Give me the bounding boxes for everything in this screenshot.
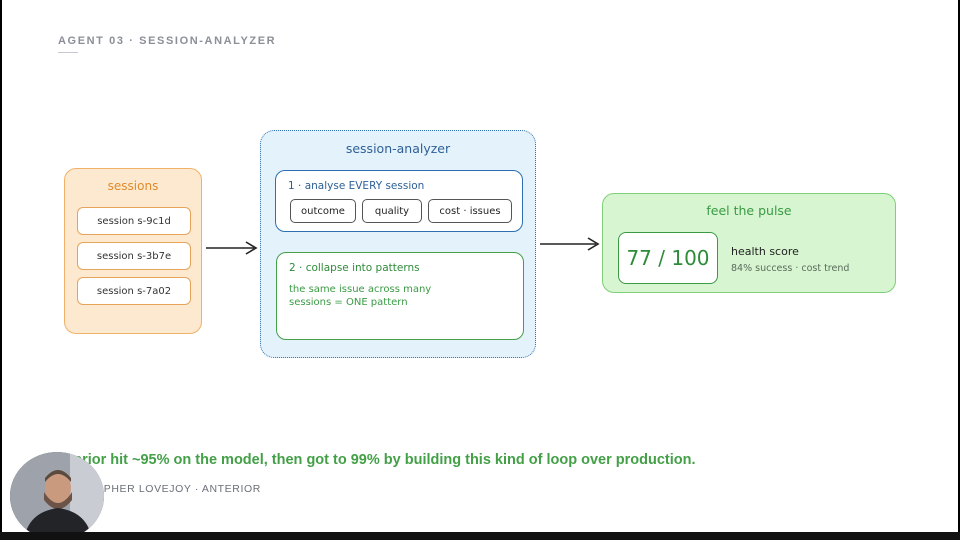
step-analyse-sessions: 1 · analyse EVERY session outcome qualit… bbox=[275, 170, 523, 232]
video-bottom-bar bbox=[0, 532, 960, 540]
health-score-detail: 84% success · cost trend bbox=[731, 263, 850, 274]
step2-description: the same issue across many sessions = ON… bbox=[289, 284, 432, 308]
analyzer-title: session-analyzer bbox=[345, 141, 451, 156]
metric-chip-quality: quality bbox=[362, 199, 422, 223]
session-chip: session s-3b7e bbox=[77, 242, 191, 270]
presenter-webcam bbox=[10, 452, 104, 540]
sessions-title: sessions bbox=[107, 179, 159, 193]
metric-chip-outcome: outcome bbox=[290, 199, 356, 223]
pulse-title: feel the pulse bbox=[706, 203, 792, 218]
session-chip: session s-7a02 bbox=[77, 277, 191, 305]
health-score-value: 77 / 100 bbox=[618, 232, 718, 284]
sessions-panel: sessions session s-9c1d session s-3b7e s… bbox=[64, 168, 202, 334]
slide-kicker: AGENT 03 · SESSION-ANALYZER bbox=[58, 35, 277, 47]
health-score-label: health score bbox=[731, 245, 799, 258]
session-chip: session s-9c1d bbox=[77, 207, 191, 235]
pulse-panel: feel the pulse 77 / 100 health score 84%… bbox=[602, 193, 896, 293]
step-collapse-patterns: 2 · collapse into patterns the same issu… bbox=[276, 252, 524, 340]
metric-chip-cost-issues: cost · issues bbox=[428, 199, 512, 223]
quote-text: erior hit ~95% on the model, then got to… bbox=[74, 452, 696, 468]
kicker-divider bbox=[58, 52, 78, 53]
step1-label: 1 · analyse EVERY session bbox=[288, 180, 425, 192]
quote-attribution: OPHER LOVEJOY · ANTERIOR bbox=[95, 483, 261, 495]
step2-label: 2 · collapse into patterns bbox=[289, 262, 420, 274]
presenter-avatar-icon bbox=[10, 452, 104, 540]
